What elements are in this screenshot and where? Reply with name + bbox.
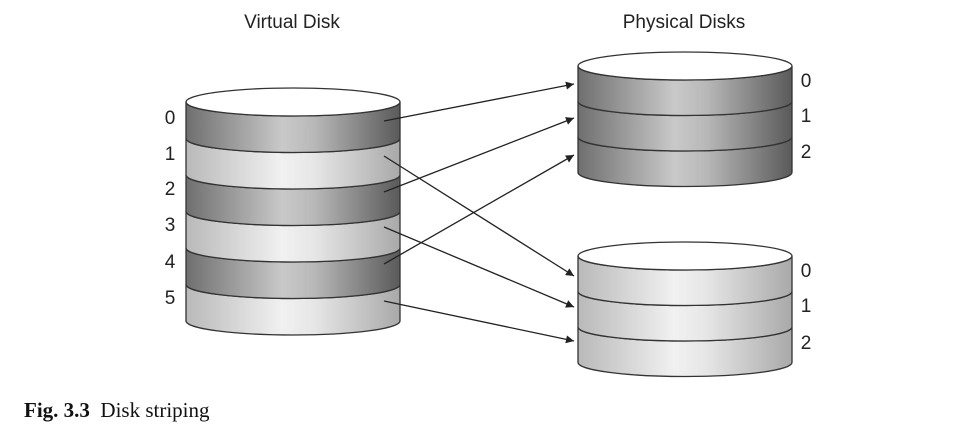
physical-b-index-2: 2 [801,333,812,354]
figure-caption: Fig. 3.3 Disk striping [24,398,210,423]
stripe-arrows [383,81,575,344]
arrow-v5-to-b2 [383,300,575,344]
virtual-index-4: 4 [165,252,176,273]
virtual-index-5: 5 [165,288,176,309]
physical-disks-title: Physical Disks [623,12,745,33]
physical-disk-b-top [577,241,793,271]
arrow-v4-to-a2 [383,154,575,265]
virtual-disk [185,87,401,336]
virtual-index-3: 3 [165,215,176,236]
arrow-v2-to-a1 [383,117,575,193]
physical-b-index-1: 1 [801,296,812,317]
arrow-v3-to-b1 [383,226,575,308]
virtual-index-2: 2 [165,179,176,200]
virtual-index-1: 1 [165,144,176,165]
physical-disk-a [577,51,793,188]
physical-a-index-0: 0 [801,71,812,92]
physical-disk-a-top [577,51,793,81]
physical-a-index-2: 2 [801,142,812,163]
physical-disk-b [577,241,793,378]
figure-caption-text: Disk striping [100,398,210,422]
physical-a-index-1: 1 [801,106,812,127]
physical-b-index-0: 0 [801,261,812,282]
arrow-v1-to-b0 [383,155,575,277]
figure-number: Fig. 3.3 [24,398,90,422]
virtual-disk-top [185,87,401,117]
virtual-disk-title: Virtual Disk [244,12,340,33]
arrow-v0-to-a0 [383,81,575,122]
virtual-index-0: 0 [165,108,176,129]
